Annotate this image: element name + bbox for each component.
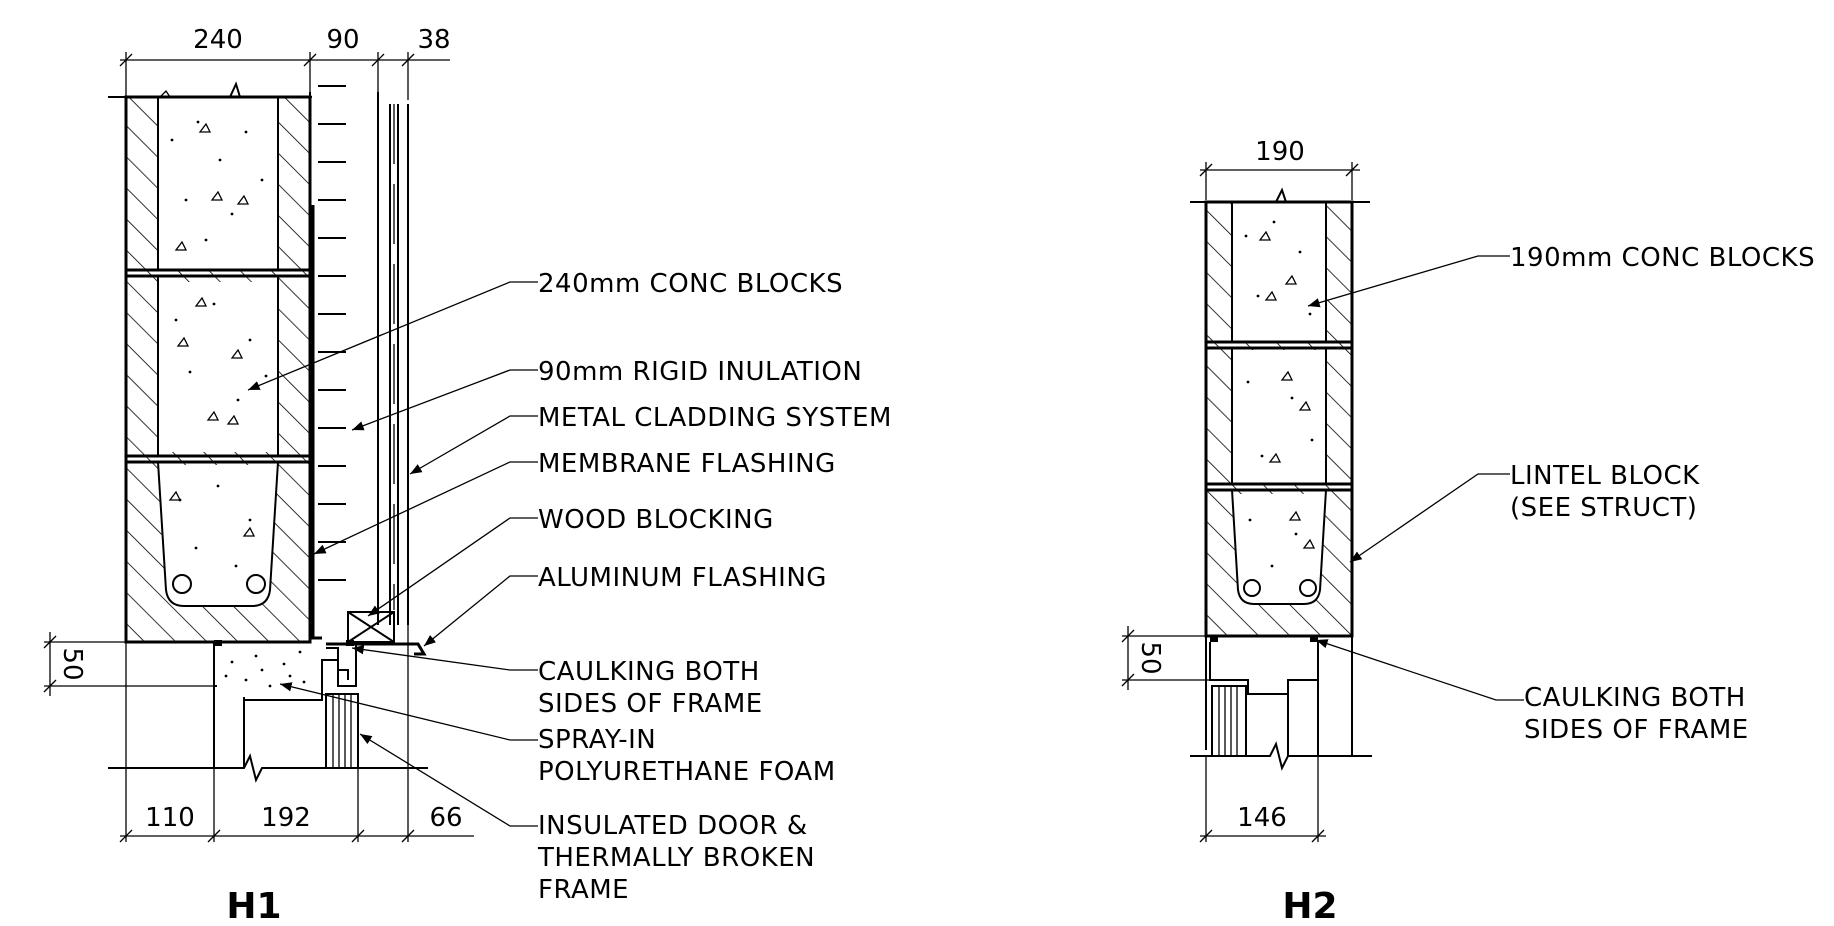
h1-dim-240: 240 <box>193 25 243 55</box>
h2-break-line-bottom <box>1190 741 1372 771</box>
h1-label-aluminum-flashing: ALUMINUM FLASHING <box>538 563 827 593</box>
h1-dim-90: 90 <box>326 25 359 55</box>
h1-aluminum-flashing <box>326 642 427 656</box>
h1-dim-66: 66 <box>429 803 462 833</box>
h2-labels: 190mm CONC BLOCKS LINTEL BLOCK (SEE STRU… <box>1510 243 1815 745</box>
h1-dim-110: 110 <box>145 803 195 833</box>
h1-label-caulking-1: CAULKING BOTH <box>538 657 760 687</box>
h1-dim-192: 192 <box>261 803 311 833</box>
h2-detail: 190 <box>1121 137 1815 926</box>
h2-bottom-dimensions: 146 <box>1199 756 1326 843</box>
h2-label-conc-blocks: 190mm CONC BLOCKS <box>1510 243 1815 273</box>
h1-bottom-dimensions: 110 192 66 <box>119 803 474 843</box>
h1-door-frame <box>213 640 357 768</box>
h1-label-door-3: FRAME <box>538 875 629 905</box>
h1-concrete-speckle <box>158 89 268 568</box>
h2-dim-190: 190 <box>1255 137 1305 167</box>
h1-label-membrane-flashing: MEMBRANE FLASHING <box>538 449 836 479</box>
h1-insulated-door <box>325 693 359 769</box>
h1-concrete-block-wall <box>124 89 312 644</box>
h1-wood-blocking <box>347 611 395 643</box>
h2-title: H2 <box>1282 886 1337 926</box>
h1-labels: 240mm CONC BLOCKS 90mm RIGID INULATION M… <box>537 269 892 905</box>
h2-dim-146: 146 <box>1237 803 1287 833</box>
h1-label-caulking-2: SIDES OF FRAME <box>538 689 763 719</box>
h1-label-door-1: INSULATED DOOR & <box>538 811 808 841</box>
h2-concrete-speckle <box>1244 220 1316 568</box>
h1-side-dimension: 50 <box>43 632 214 696</box>
h2-top-dimensions: 190 <box>1199 137 1360 200</box>
h2-dim-50: 50 <box>1135 641 1165 674</box>
h1-label-door-2: THERMALLY BROKEN <box>537 843 815 873</box>
h2-leaders <box>1307 255 1524 701</box>
h1-metal-cladding <box>377 104 409 625</box>
h1-label-metal-cladding: METAL CLADDING SYSTEM <box>538 403 892 433</box>
h2-label-lintel-1: LINTEL BLOCK <box>1510 461 1700 491</box>
h1-label-foam-1: SPRAY-IN <box>538 725 656 755</box>
h2-label-lintel-2: (SEE STRUCT) <box>1510 493 1697 523</box>
h1-detail: 240 90 38 <box>43 25 892 926</box>
h1-membrane-flashing <box>311 205 322 640</box>
h2-label-caulking-2: SIDES OF FRAME <box>1524 715 1749 745</box>
h1-title: H1 <box>226 886 281 926</box>
h1-break-line-bottom <box>108 753 428 783</box>
h2-label-caulking-1: CAULKING BOTH <box>1524 683 1746 713</box>
h1-dim-50: 50 <box>57 647 87 680</box>
h1-rigid-insulation <box>309 85 379 640</box>
h1-label-wood-blocking: WOOD BLOCKING <box>538 505 774 535</box>
h1-label-conc-blocks: 240mm CONC BLOCKS <box>538 269 843 299</box>
h2-door-frame <box>1205 636 1353 757</box>
h1-leaders <box>247 281 538 827</box>
h2-concrete-block-wall <box>1204 200 1354 638</box>
h1-label-rigid-insulation: 90mm RIGID INULATION <box>538 357 862 387</box>
h1-dim-38: 38 <box>417 25 450 55</box>
h2-side-dimension: 50 <box>1121 626 1210 690</box>
h1-top-dimensions: 240 90 38 <box>119 25 451 100</box>
h1-label-foam-2: POLYURETHANE FOAM <box>538 757 836 787</box>
